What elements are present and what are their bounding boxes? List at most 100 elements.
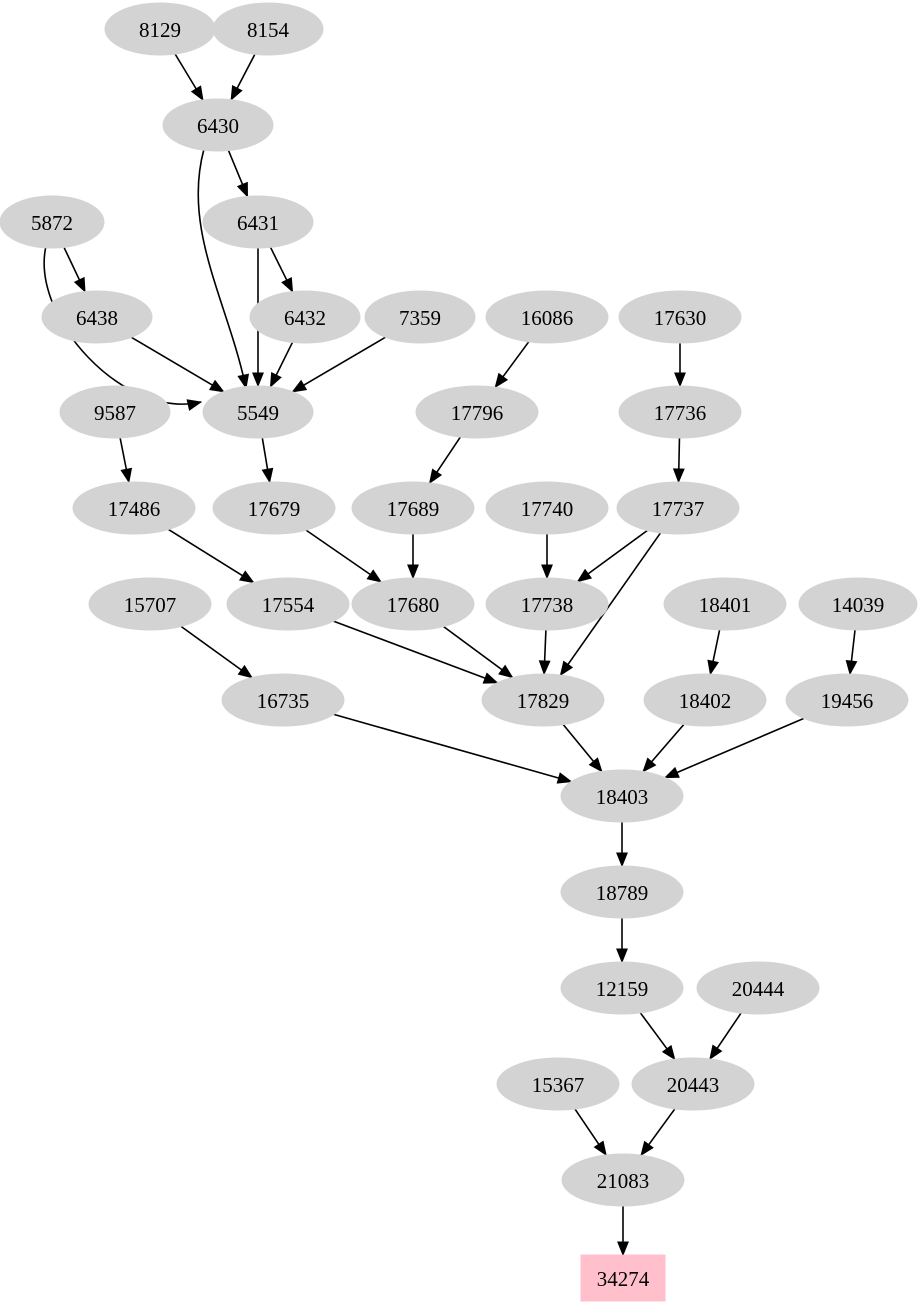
graph-node-14039[interactable]: 14039 xyxy=(798,577,918,631)
graph-node-17554[interactable]: 17554 xyxy=(226,577,350,631)
node-shape-ellipse[interactable] xyxy=(616,481,740,535)
edge-arrowhead xyxy=(269,371,282,388)
node-shape-ellipse[interactable] xyxy=(485,577,609,631)
graph-node-17679[interactable]: 17679 xyxy=(212,481,336,535)
graph-node-16086[interactable]: 16086 xyxy=(485,290,609,344)
graph-node-15707[interactable]: 15707 xyxy=(88,577,212,631)
graph-node-17736[interactable]: 17736 xyxy=(618,385,742,439)
edge-arrowhead xyxy=(428,468,443,485)
edge-arrowhead xyxy=(498,664,514,679)
edge-arrowhead xyxy=(208,379,225,393)
graph-node-17737[interactable]: 17737 xyxy=(616,481,740,535)
graph-node-5872[interactable]: 5872 xyxy=(0,195,105,249)
node-shape-ellipse[interactable] xyxy=(560,865,684,919)
node-shape-ellipse[interactable] xyxy=(162,98,274,152)
graph-node-20443[interactable]: 20443 xyxy=(631,1057,755,1111)
node-shape-ellipse[interactable] xyxy=(560,769,684,823)
node-shape-ellipse[interactable] xyxy=(618,290,742,344)
node-shape-ellipse[interactable] xyxy=(249,290,361,344)
node-shape-ellipse[interactable] xyxy=(618,385,742,439)
node-shape-ellipse[interactable] xyxy=(663,577,787,631)
node-shape-ellipse[interactable] xyxy=(643,673,767,727)
node-shape-ellipse[interactable] xyxy=(0,195,105,249)
graph-node-12159[interactable]: 12159 xyxy=(560,961,684,1015)
node-shape-ellipse[interactable] xyxy=(104,2,216,56)
graph-node-6431[interactable]: 6431 xyxy=(202,195,314,249)
node-shape-ellipse[interactable] xyxy=(59,385,171,439)
edge-arrowhead xyxy=(237,373,250,390)
graph-node-17680[interactable]: 17680 xyxy=(351,577,475,631)
graph-edge-15707-to-16735 xyxy=(180,625,253,679)
graph-node-18401[interactable]: 18401 xyxy=(663,577,787,631)
node-shape-ellipse[interactable] xyxy=(364,290,476,344)
node-shape-ellipse[interactable] xyxy=(41,290,153,344)
edge-arrowhead xyxy=(663,766,680,779)
edge-arrowhead xyxy=(541,564,553,580)
node-shape-ellipse[interactable] xyxy=(212,481,336,535)
graph-node-15367[interactable]: 15367 xyxy=(496,1057,620,1111)
node-shape-ellipse[interactable] xyxy=(72,481,196,535)
node-shape-ellipse[interactable] xyxy=(221,673,345,727)
graph-node-34274[interactable]: 34274 xyxy=(580,1254,666,1302)
graph-node-19456[interactable]: 19456 xyxy=(785,673,909,727)
node-shape-ellipse[interactable] xyxy=(351,577,475,631)
edge-arrowhead xyxy=(588,757,603,773)
graph-node-17689[interactable]: 17689 xyxy=(351,481,475,535)
node-shape-ellipse[interactable] xyxy=(696,961,820,1015)
graph-edge-17554-to-17829 xyxy=(333,620,498,684)
graph-node-7359[interactable]: 7359 xyxy=(364,290,476,344)
edge-arrowhead xyxy=(238,570,255,584)
graph-node-17740[interactable]: 17740 xyxy=(485,481,609,535)
node-shape-box[interactable] xyxy=(580,1254,666,1302)
edge-arrowhead xyxy=(617,1241,629,1257)
node-shape-ellipse[interactable] xyxy=(560,961,684,1015)
graph-node-5549[interactable]: 5549 xyxy=(202,385,314,439)
graph-node-21083[interactable]: 21083 xyxy=(561,1153,685,1207)
node-shape-ellipse[interactable] xyxy=(415,385,539,439)
graph-node-17829[interactable]: 17829 xyxy=(481,673,605,727)
graph-edge-16735-to-18403 xyxy=(333,713,572,783)
edge-arrowhead xyxy=(845,659,858,676)
graph-node-6438[interactable]: 6438 xyxy=(41,290,153,344)
node-shape-ellipse[interactable] xyxy=(485,290,609,344)
node-shape-ellipse[interactable] xyxy=(485,481,609,535)
node-shape-ellipse[interactable] xyxy=(481,673,605,727)
edge-arrowhead xyxy=(190,85,204,102)
edge-arrowhead xyxy=(616,852,628,868)
graph-node-16735[interactable]: 16735 xyxy=(221,673,345,727)
edge-arrowhead xyxy=(252,372,264,388)
edge-arrowhead xyxy=(494,372,509,389)
graph-edge-19456-to-18403 xyxy=(664,717,805,779)
graph-node-18402[interactable]: 18402 xyxy=(643,673,767,727)
edge-arrowhead xyxy=(120,467,133,484)
graph-node-6430[interactable]: 6430 xyxy=(162,98,274,152)
graph-node-17630[interactable]: 17630 xyxy=(618,290,742,344)
graph-node-6432[interactable]: 6432 xyxy=(249,290,361,344)
graph-edge-17680-to-17829 xyxy=(443,625,513,679)
graph-node-20444[interactable]: 20444 xyxy=(696,961,820,1015)
node-shape-ellipse[interactable] xyxy=(226,577,350,631)
graph-node-18403[interactable]: 18403 xyxy=(560,769,684,823)
node-shape-ellipse[interactable] xyxy=(202,385,314,439)
graph-node-8154[interactable]: 8154 xyxy=(212,2,324,56)
node-shape-ellipse[interactable] xyxy=(496,1057,620,1111)
graph-node-17738[interactable]: 17738 xyxy=(485,577,609,631)
graph-node-18789[interactable]: 18789 xyxy=(560,865,684,919)
node-shape-ellipse[interactable] xyxy=(785,673,909,727)
edge-arrowhead xyxy=(642,757,657,773)
edge-arrowhead xyxy=(559,660,574,677)
node-shape-ellipse[interactable] xyxy=(631,1057,755,1111)
node-shape-ellipse[interactable] xyxy=(561,1153,685,1207)
graph-node-9587[interactable]: 9587 xyxy=(59,385,171,439)
graph-node-17796[interactable]: 17796 xyxy=(415,385,539,439)
graph-node-17486[interactable]: 17486 xyxy=(72,481,196,535)
node-shape-ellipse[interactable] xyxy=(212,2,324,56)
node-shape-ellipse[interactable] xyxy=(351,481,475,535)
edges-layer xyxy=(43,53,858,1257)
node-shape-ellipse[interactable] xyxy=(88,577,212,631)
graph-node-8129[interactable]: 8129 xyxy=(104,2,216,56)
node-shape-ellipse[interactable] xyxy=(202,195,314,249)
node-shape-ellipse[interactable] xyxy=(798,577,918,631)
